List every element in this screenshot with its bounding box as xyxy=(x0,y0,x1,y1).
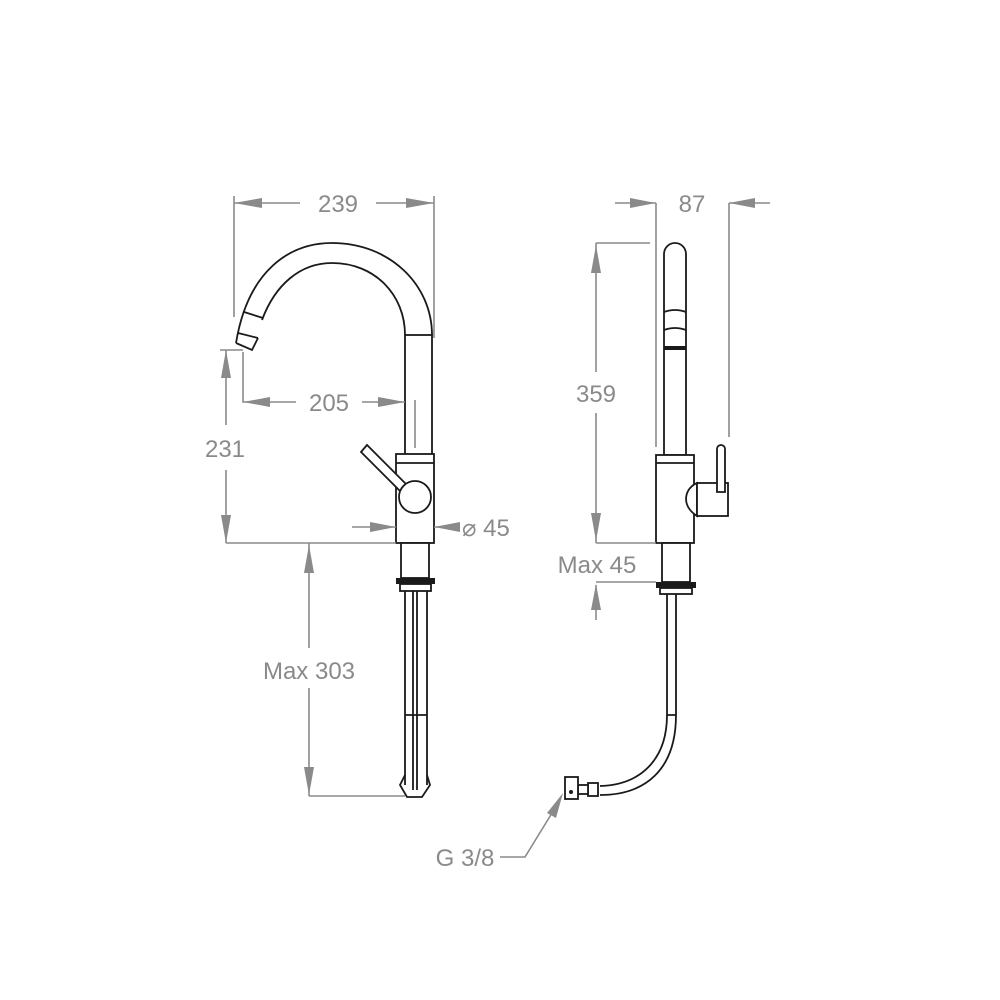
spout-neck xyxy=(404,334,433,456)
mounting-nut xyxy=(396,578,435,584)
dimension-height: 359 xyxy=(576,242,656,544)
deck-thickness-label: Max 45 xyxy=(558,552,637,579)
supply-hoses xyxy=(404,591,428,790)
dimension-body-diameter: ⌀ 45 xyxy=(352,515,510,542)
washer-side xyxy=(659,587,693,595)
mounting-nut-side xyxy=(656,582,696,588)
width-label: 239 xyxy=(318,191,358,218)
connector-hole xyxy=(569,790,573,794)
lever-handle-side xyxy=(716,444,726,493)
hose-ferrule xyxy=(587,782,599,797)
dimension-width: 239 xyxy=(233,191,435,338)
g38-connector xyxy=(564,776,579,800)
dimension-deck-thickness: Max 45 xyxy=(558,552,656,620)
connection-label: G 3/8 xyxy=(436,845,495,872)
hose-nut xyxy=(577,784,589,795)
shank xyxy=(400,542,430,579)
hose-ends xyxy=(398,774,431,798)
spout-tip xyxy=(235,311,264,352)
aerator-outlet xyxy=(664,346,686,350)
connection-callout: G 3/8 xyxy=(436,793,563,872)
dimension-shank-length: Max 303 xyxy=(263,543,405,797)
height-label: 359 xyxy=(576,381,616,408)
dimension-spout-height: 231 xyxy=(205,349,396,544)
depth-label: 87 xyxy=(679,191,706,218)
spout-outer-arc xyxy=(235,242,433,344)
spout-inner-arc xyxy=(261,262,406,336)
dimension-reach: 205 xyxy=(242,352,416,448)
reach-label: 205 xyxy=(309,390,349,417)
body-diameter-label: ⌀ 45 xyxy=(462,515,510,542)
lever-knob xyxy=(398,480,432,514)
washer xyxy=(399,583,432,592)
aerator-lines xyxy=(663,309,687,331)
dimension-depth: 87 xyxy=(615,191,770,447)
front-view-faucet xyxy=(235,242,435,798)
shank-side xyxy=(661,542,691,583)
flex-hose xyxy=(599,594,677,796)
side-view-faucet xyxy=(564,242,729,800)
shank-length-label: Max 303 xyxy=(263,658,355,685)
spout-height-label: 231 xyxy=(205,436,245,463)
